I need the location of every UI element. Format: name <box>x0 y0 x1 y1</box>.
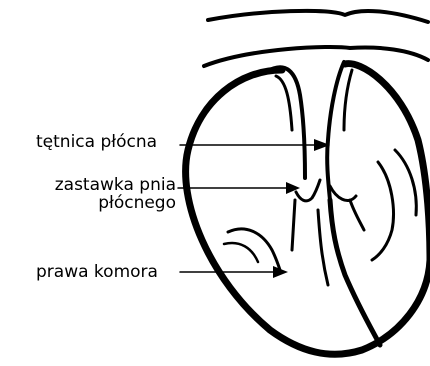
valve-leaflet-stem-2 <box>350 200 364 230</box>
interventricular-septum <box>330 200 380 345</box>
arrowhead-pulmonary-valve <box>286 182 300 194</box>
left-internal-line <box>372 162 393 260</box>
aortic-arch <box>208 11 428 22</box>
valve-cusp-left <box>296 180 320 201</box>
pulmonary-trunk-left-outer <box>266 67 305 178</box>
papillary-line-2 <box>224 243 258 262</box>
pulmonary-trunk-right <box>327 62 344 200</box>
valve-cusp-right <box>330 186 356 201</box>
pulmonary-trunk-right-inner <box>344 70 352 130</box>
heart-outline-right <box>345 64 430 260</box>
pulmonary-trunk-left-inner <box>276 76 292 130</box>
label-pulmonary-valve: zastawka pnia płócnego <box>36 176 176 212</box>
papillary-line <box>228 229 280 270</box>
label-pulmonary-valve-line1: zastawka pnia <box>36 176 176 194</box>
label-right-ventricle: prawa komora <box>36 263 158 281</box>
left-internal-line-2 <box>395 150 416 215</box>
septum-inner <box>318 210 328 285</box>
upper-outline <box>204 47 428 66</box>
label-pulmonary-valve-line2: płócnego <box>36 194 176 212</box>
label-pulmonary-artery: tętnica płócna <box>36 133 157 151</box>
valve-leaflet-stem <box>292 200 295 250</box>
